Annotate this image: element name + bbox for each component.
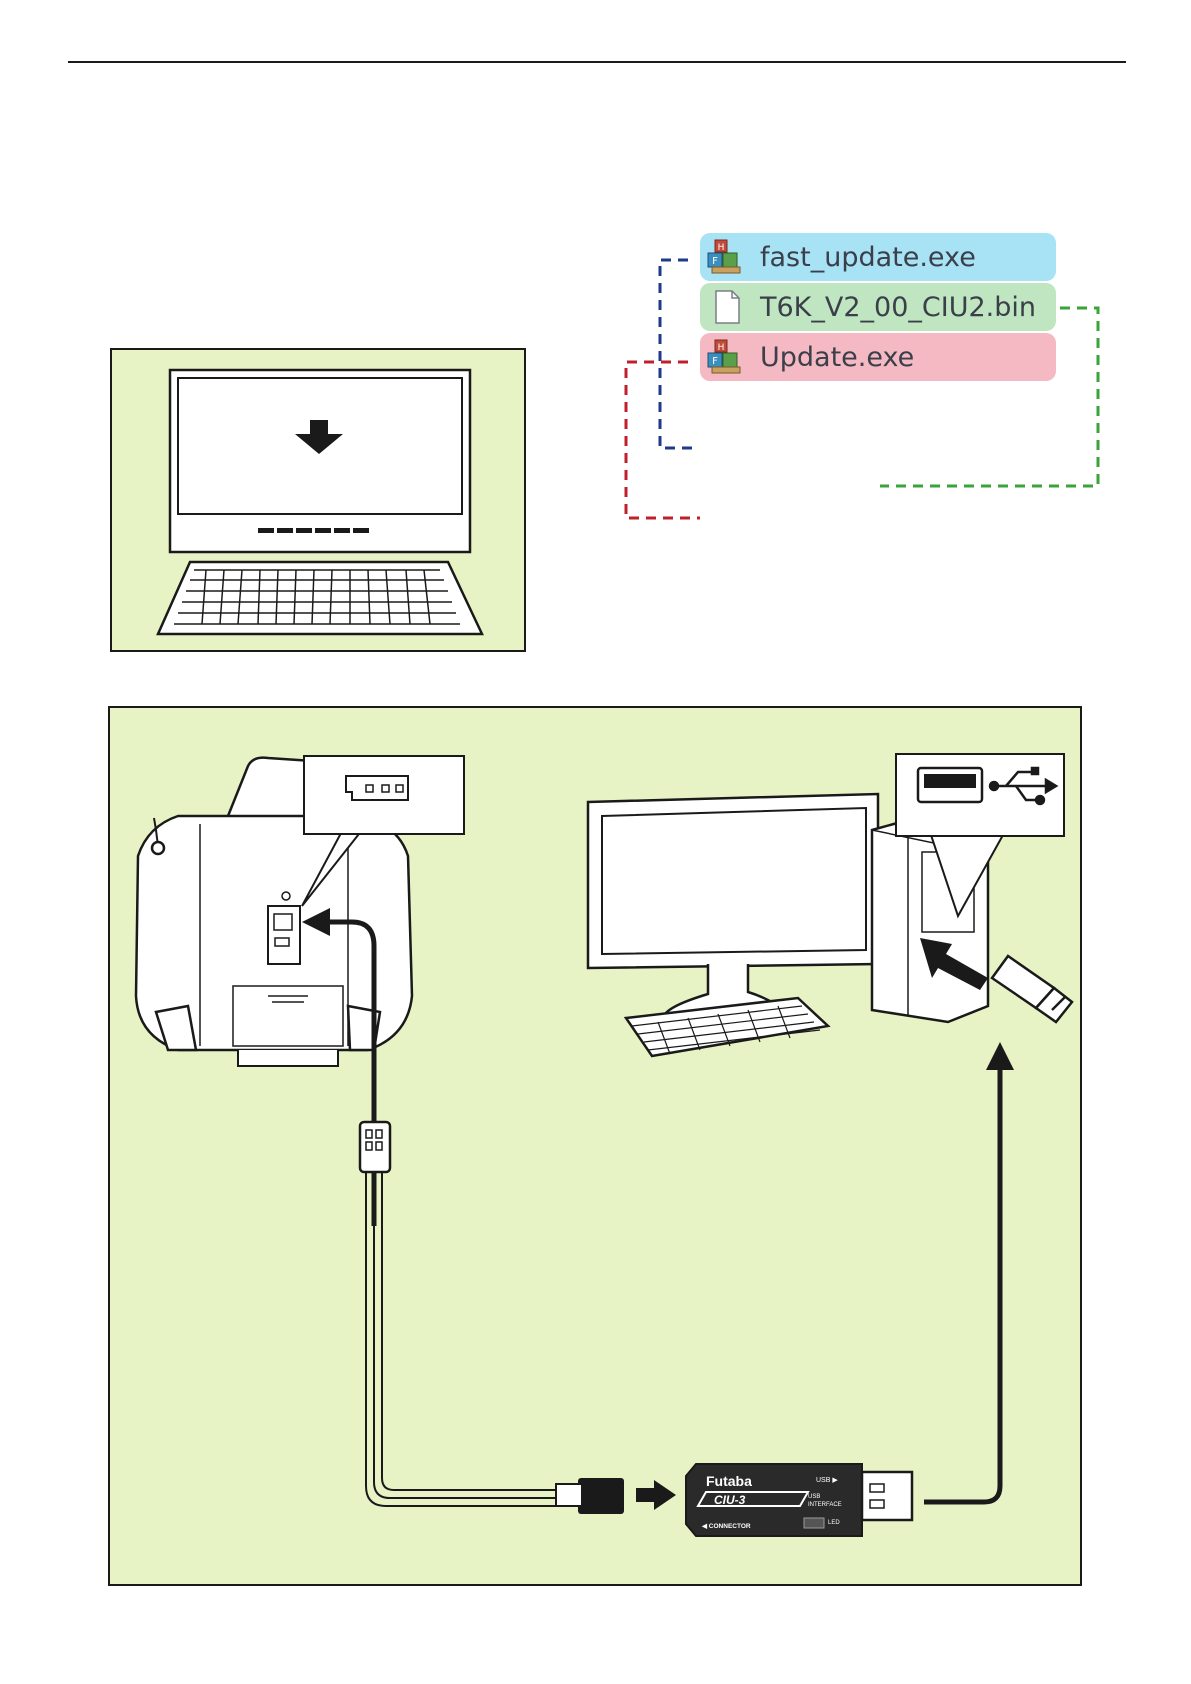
ciu-usb-label: USB ▶	[816, 1477, 838, 1484]
keyboard	[158, 562, 482, 634]
ciu-interface-line2: INTERFACE	[808, 1502, 842, 1508]
dash-blue-line	[660, 260, 692, 448]
ciu-led-label: LED	[828, 1520, 840, 1526]
ciu-brand-label: Futaba	[706, 1473, 752, 1489]
computer-download-panel	[110, 348, 526, 652]
dash-green-line	[880, 308, 1098, 486]
dash-red-line	[626, 362, 700, 518]
monitor	[170, 370, 470, 552]
connection-diagram-panel: Futaba CIU-3 USB ▶ USB INTERFACE ◀ CONNE…	[108, 706, 1082, 1586]
ciu-interface-line1: USB	[808, 1494, 820, 1500]
usb-port-icon	[918, 768, 982, 802]
servo-connector	[360, 1122, 390, 1172]
ciu-model-label: CIU-3	[714, 1493, 746, 1507]
ciu-connector-label: ◀ CONNECTOR	[701, 1523, 751, 1530]
